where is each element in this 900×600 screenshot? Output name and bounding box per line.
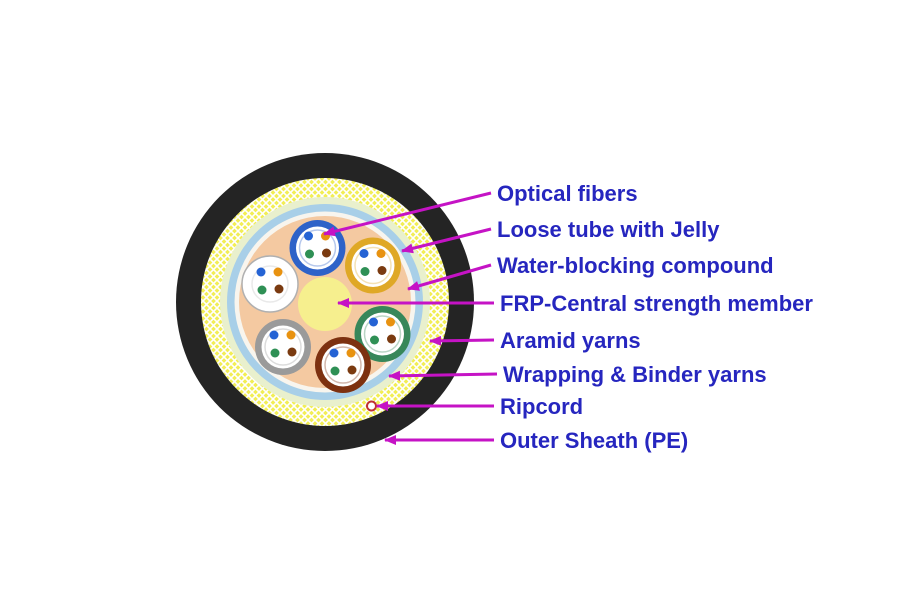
fiber-dot-orange bbox=[346, 348, 356, 358]
tube-inner-line bbox=[363, 315, 402, 353]
fiber-dot-brown bbox=[274, 284, 284, 294]
arrow-wrapping-binder bbox=[388, 370, 498, 381]
label-ripcord: Ripcord bbox=[500, 394, 583, 419]
fiber-dot-green bbox=[305, 249, 314, 259]
loose-tube-gold bbox=[345, 237, 401, 294]
label-loose-tube: Loose tube with Jelly bbox=[497, 217, 720, 242]
arrow-loose-tube bbox=[401, 227, 492, 254]
label-aramid-yarns: Aramid yarns bbox=[500, 328, 641, 353]
arrow-water-blocking bbox=[407, 263, 492, 291]
fiber-dot-orange bbox=[376, 249, 386, 258]
ripcord-dot bbox=[366, 400, 377, 412]
fiber-dot-orange bbox=[286, 330, 296, 340]
arrow-optical-fibers bbox=[323, 191, 492, 237]
annotations: Optical fibers Loose tube with Jelly Wat… bbox=[323, 181, 813, 453]
fiber-dot-blue bbox=[329, 348, 339, 358]
fiber-dot-green bbox=[370, 335, 379, 345]
fiber-dot-blue bbox=[304, 231, 313, 241]
label-wrapping-binder: Wrapping & Binder yarns bbox=[503, 362, 767, 387]
tube-inner-white bbox=[321, 343, 365, 387]
tube-inner-white bbox=[361, 312, 404, 356]
tube-inner-white bbox=[248, 262, 292, 306]
fiber-dot-blue bbox=[359, 249, 369, 258]
fiber-dot-blue bbox=[256, 267, 266, 277]
loose-tube-green bbox=[354, 306, 411, 362]
fiber-dot-green bbox=[360, 267, 370, 276]
fiber-dot-brown bbox=[377, 266, 387, 275]
label-frp-member: FRP-Central strength member bbox=[500, 291, 813, 316]
tube-inner-line bbox=[354, 246, 392, 285]
tube-inner-white bbox=[261, 325, 305, 369]
fiber-dot-brown bbox=[287, 347, 297, 357]
fiber-dot-green bbox=[257, 285, 267, 295]
loose-tube-white bbox=[241, 255, 299, 313]
fiber-dot-brown bbox=[322, 248, 331, 258]
tube-inner-line bbox=[264, 328, 302, 366]
fiber-dot-orange bbox=[273, 267, 283, 277]
loose-tube-brown bbox=[315, 337, 371, 393]
fiber-dot-blue bbox=[269, 330, 279, 340]
loose-tube-gray bbox=[255, 319, 311, 375]
frp-central-member bbox=[298, 277, 352, 331]
tube-inner-line bbox=[324, 346, 362, 384]
tube-inner-white bbox=[351, 244, 395, 287]
fiber-dot-green bbox=[330, 366, 340, 376]
loose-tube-blue bbox=[289, 220, 346, 276]
fiber-dot-brown bbox=[347, 365, 357, 375]
fiber-dot-brown bbox=[387, 334, 396, 344]
label-outer-sheath: Outer Sheath (PE) bbox=[500, 428, 688, 453]
fiber-dot-green bbox=[270, 348, 280, 358]
tube-inner-line bbox=[298, 229, 337, 267]
fiber-dot-orange bbox=[386, 317, 395, 327]
tube-inner-line bbox=[251, 265, 289, 303]
arrow-aramid-yarns bbox=[429, 335, 495, 346]
label-water-blocking: Water-blocking compound bbox=[497, 253, 774, 278]
label-optical-fibers: Optical fibers bbox=[497, 181, 638, 206]
fiber-dot-blue bbox=[369, 317, 378, 327]
